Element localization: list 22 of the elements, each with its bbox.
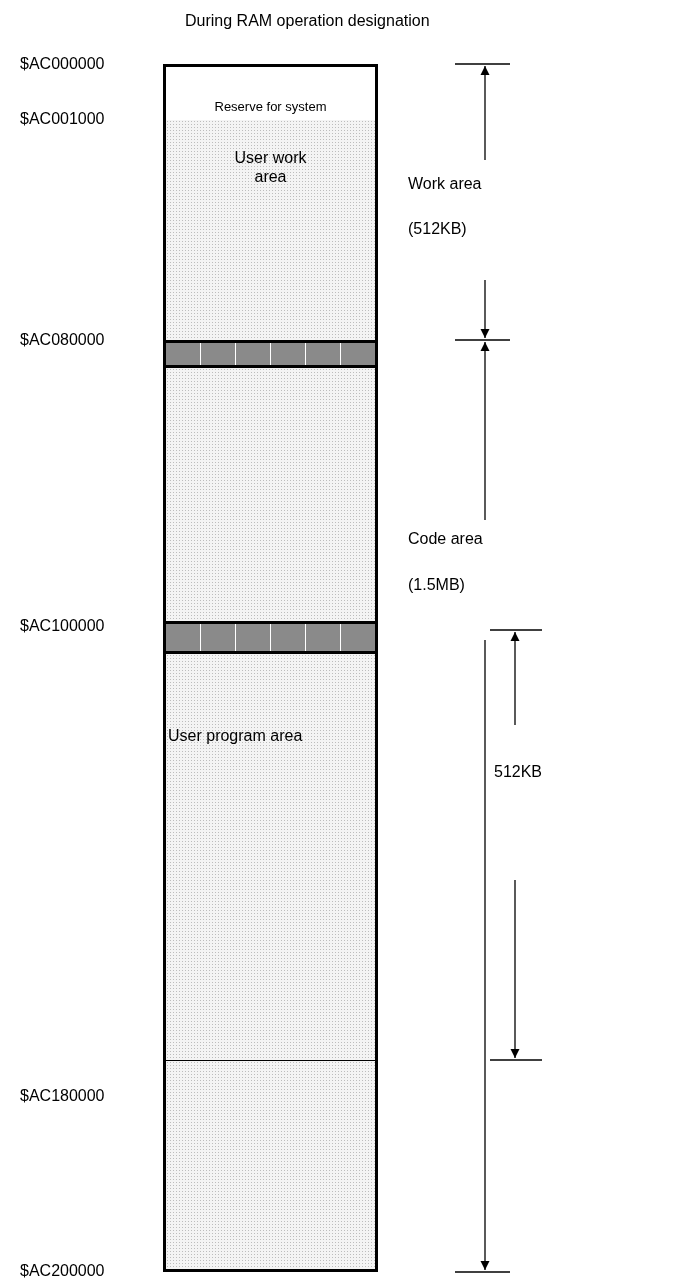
- separator-band: [163, 340, 378, 368]
- address-label: $AC000000: [20, 55, 105, 73]
- region-label: Reserve for system: [213, 98, 328, 116]
- address-label: $AC200000: [20, 1262, 105, 1280]
- memory-region: [163, 368, 378, 621]
- address-label: $AC001000: [20, 110, 105, 128]
- dimension-label: (512KB): [408, 220, 467, 238]
- separator-band: [163, 621, 378, 654]
- dimension-label: 512KB: [494, 763, 543, 781]
- address-label: $AC100000: [20, 617, 105, 635]
- region-label: User work area: [233, 148, 308, 186]
- memory-region: [163, 64, 378, 120]
- region-label: User program area: [168, 726, 303, 745]
- memory-region: [163, 1060, 378, 1272]
- diagram-title: During RAM operation designation: [185, 12, 430, 30]
- address-label: $AC180000: [20, 1087, 105, 1105]
- memory-region: [163, 120, 378, 340]
- dimension-label: Code area: [408, 530, 483, 548]
- dimension-label: (1.5MB): [408, 576, 465, 594]
- address-label: $AC080000: [20, 331, 105, 349]
- memory-region: [163, 654, 378, 1060]
- dimension-label: Work area: [408, 175, 482, 193]
